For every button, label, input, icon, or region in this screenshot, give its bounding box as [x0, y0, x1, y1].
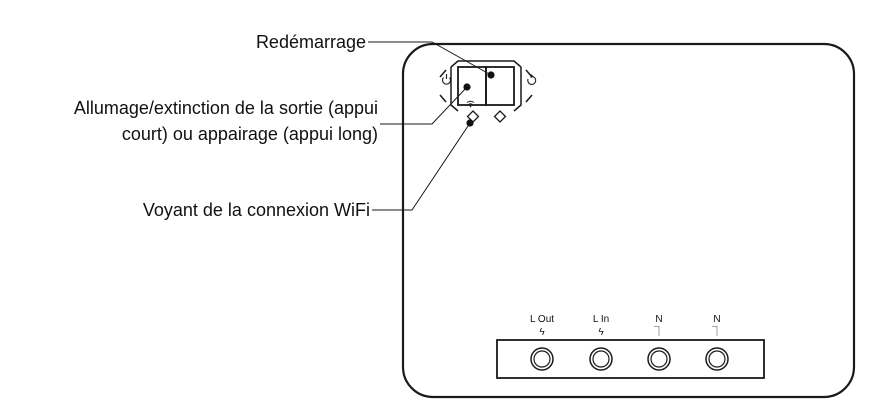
terminal-symbol-n-2: ⏋ [712, 325, 722, 338]
power-label-line2: court) ou appairage (appui long) [122, 124, 378, 144]
wifi-label: Voyant de la connexion WiFi [143, 200, 370, 220]
terminal-label-n-2: N [713, 314, 720, 325]
terminal-screw-l-out [530, 347, 554, 371]
power-leader [380, 86, 468, 125]
restart-icon [527, 74, 537, 85]
power-label-line1: Allumage/extinction de la sortie (appui [74, 98, 378, 118]
terminal-symbol-l-out: ϟ [539, 327, 545, 338]
terminal-label-l-in: L In [593, 314, 609, 325]
terminal-screw-l-in [589, 347, 613, 371]
restart-button[interactable] [485, 60, 533, 112]
power-callout-dot [463, 83, 471, 91]
terminal-screw-n-2 [705, 347, 729, 371]
restart-leader [368, 41, 492, 76]
terminal-screw-n-1 [647, 347, 671, 371]
terminal-block [496, 339, 765, 379]
diamond-led-icon [493, 110, 507, 123]
terminal-label-n-1: N [655, 314, 662, 325]
terminal-symbol-l-in: ϟ [598, 327, 604, 338]
restart-label: Redémarrage [256, 32, 366, 52]
terminal-label-l-out: L Out [530, 314, 554, 325]
restart-callout-dot [487, 71, 495, 79]
terminal-symbol-n-1: ⏋ [654, 325, 664, 338]
wifi-icon [466, 100, 475, 108]
wifi-callout-dot [466, 119, 474, 127]
power-icon [441, 74, 452, 85]
device-body [401, 42, 856, 399]
wifi-leader [372, 122, 471, 211]
